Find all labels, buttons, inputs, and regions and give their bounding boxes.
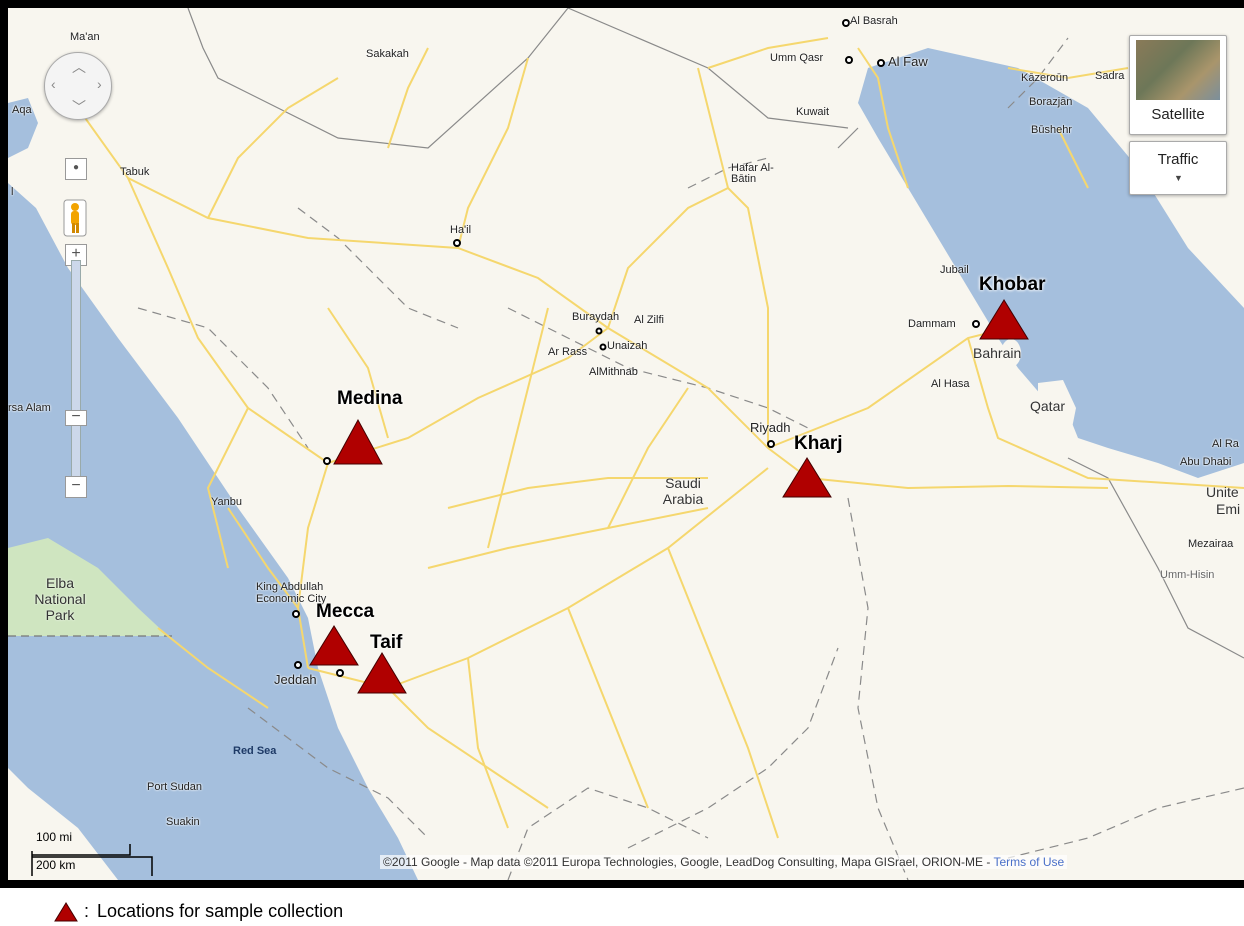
- city-label: Umm-Hisin: [1160, 569, 1215, 581]
- persian-gulf-water: [858, 48, 1244, 478]
- country-label-uae-b: Emi: [1216, 501, 1241, 517]
- site-label-mecca: Mecca: [316, 601, 375, 622]
- city-dot: [292, 610, 300, 618]
- city-label: Sakakah: [366, 48, 409, 60]
- attribution-text: ©2011 Google - Map data ©2011 Europa Tec…: [383, 855, 994, 869]
- terms-of-use-link[interactable]: Terms of Use: [993, 855, 1065, 869]
- red-sea-water: [8, 183, 418, 880]
- city-dot: [767, 440, 775, 448]
- park-label-elba: Elba National Park: [34, 575, 86, 623]
- traffic-label: Traffic: [1157, 151, 1199, 168]
- city-label: Kāzeroūn: [1021, 72, 1069, 84]
- city-label: Suakin: [166, 816, 200, 828]
- city-dot: [877, 59, 885, 67]
- country-label-saudi: Saudi Arabia: [662, 475, 704, 507]
- city-label: Būshehr: [1031, 124, 1072, 136]
- elba-park-area: [8, 538, 168, 636]
- country-label-uae-a: Unite: [1206, 484, 1239, 500]
- map-frame: Saudi Arabia Bahrain Qatar Elba National…: [0, 0, 1244, 888]
- city-label: Al Hasa: [931, 378, 970, 390]
- city-label: Buraydah: [572, 311, 620, 323]
- city-label: Jubail: [940, 264, 969, 276]
- city-label: Riyadh: [750, 420, 791, 435]
- country-label-bahrain: Bahrain: [973, 345, 1022, 361]
- zoom-slider-thumb[interactable]: −: [65, 409, 87, 426]
- city-label: l: [11, 186, 14, 198]
- city-dot: [323, 457, 331, 465]
- legend-text: : Locations for sample collection: [84, 901, 343, 922]
- water-label-red-sea: Red Sea: [233, 745, 277, 757]
- pan-up-icon[interactable]: ︿: [72, 59, 86, 75]
- satellite-thumbnail: [1136, 40, 1220, 100]
- city-label: Al Ra: [1212, 438, 1239, 450]
- scale-miles: 100 mi: [36, 830, 73, 844]
- city-label: Dammam: [908, 318, 956, 330]
- site-label-kharj: Kharj: [794, 433, 843, 454]
- city-dot: [972, 320, 980, 328]
- city-dot: [294, 661, 302, 669]
- country-label-qatar: Qatar: [1030, 398, 1066, 414]
- city-label: Sadra: [1095, 70, 1125, 82]
- traffic-button[interactable]: Traffic ▼: [1129, 141, 1227, 195]
- city-label: Unaizah: [607, 340, 648, 352]
- city-label: Mezairaa: [1188, 538, 1234, 550]
- city-label: King Abdullah Economic City: [256, 581, 327, 605]
- city-dot: [336, 669, 344, 677]
- legend-separator: :: [84, 901, 90, 921]
- scale-bar: [31, 844, 153, 876]
- city-dot: [842, 19, 850, 27]
- pan-right-icon[interactable]: ›: [97, 76, 102, 92]
- city-label: Ar Rass: [548, 346, 588, 358]
- city-label: rsa Alam: [8, 402, 51, 414]
- city-label: Kuwait: [796, 106, 830, 118]
- city-label: Al Faw: [888, 54, 928, 69]
- pegman-icon[interactable]: [63, 199, 87, 237]
- city-label: Al Basrah: [850, 15, 898, 27]
- city-label: Yanbu: [211, 496, 242, 508]
- city-label: Jeddah: [274, 672, 317, 687]
- city-label: Port Sudan: [147, 781, 203, 793]
- site-label-taif: Taif: [370, 632, 403, 653]
- city-label: Umm Qasr: [770, 52, 824, 64]
- map-canvas[interactable]: Saudi Arabia Bahrain Qatar Elba National…: [8, 8, 1244, 880]
- city-dot: [845, 56, 853, 64]
- pan-left-icon[interactable]: ‹: [51, 76, 56, 92]
- city-dot: [599, 343, 607, 351]
- qatar-land: [1038, 380, 1076, 453]
- zoom-out-button[interactable]: −: [65, 476, 87, 498]
- city-label: Hafar Al-Bātin: [731, 162, 774, 185]
- legend-label: Locations for sample collection: [97, 901, 344, 921]
- city-label: Ma'an: [70, 31, 100, 43]
- city-label: Borazjān: [1029, 96, 1073, 108]
- site-label-khobar: Khobar: [979, 274, 1046, 295]
- reset-icon[interactable]: ●: [65, 158, 87, 180]
- city-label: Tabuk: [120, 166, 150, 178]
- map-attribution: ©2011 Google - Map data ©2011 Europa Tec…: [380, 855, 1068, 869]
- satellite-label: Satellite: [1151, 106, 1205, 123]
- city-label: Aqa: [12, 104, 32, 116]
- city-dot: [453, 239, 461, 247]
- city-dot: [595, 327, 603, 335]
- legend-marker-icon: [54, 902, 78, 922]
- pan-control[interactable]: ︿ ‹ › ﹀: [44, 52, 112, 120]
- gulf-of-aqaba-water: [8, 98, 38, 158]
- city-label: Ha'il: [450, 224, 472, 236]
- pan-down-icon[interactable]: ﹀: [72, 99, 86, 115]
- city-label: AlMithnab: [589, 366, 638, 378]
- satellite-button[interactable]: Satellite: [1129, 35, 1227, 135]
- chevron-down-icon: ▼: [1174, 173, 1183, 183]
- site-label-medina: Medina: [337, 388, 403, 409]
- city-label: Al Zilfi: [634, 314, 664, 326]
- scale-km: 200 km: [36, 858, 76, 872]
- bahrain-land: [1001, 339, 1021, 367]
- city-label: Abu Dhabi: [1180, 456, 1232, 468]
